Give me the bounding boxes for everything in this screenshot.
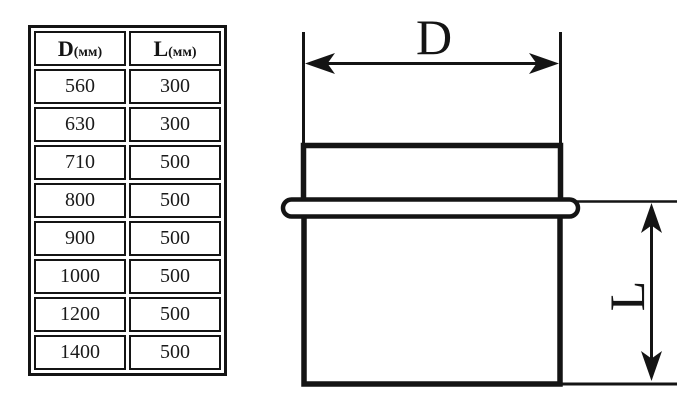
table-row: 1200 500 xyxy=(34,297,221,332)
d-arrowhead-right-icon xyxy=(529,53,559,74)
d-arrowhead-left-icon xyxy=(305,53,335,74)
d-dimension-label: D xyxy=(416,9,452,65)
cell-l-value: 500 xyxy=(129,183,221,218)
body-outline xyxy=(301,202,563,387)
cell-l-value: 500 xyxy=(129,297,221,332)
table-header-row: D(мм) L(мм) xyxy=(34,31,221,66)
table-row: 1000 500 xyxy=(34,259,221,294)
cell-l-value: 300 xyxy=(129,69,221,104)
l-arrowhead-up-icon xyxy=(641,203,662,233)
cell-d-value: 630 xyxy=(34,107,126,142)
column-header-l: L(мм) xyxy=(129,31,221,66)
product-outline-drawing: D L xyxy=(270,0,700,418)
cell-d-value: 1000 xyxy=(34,259,126,294)
cell-d-value: 1400 xyxy=(34,335,126,370)
drawing-svg: D L xyxy=(280,9,677,387)
cell-d-value: 560 xyxy=(34,69,126,104)
cell-l-value: 500 xyxy=(129,221,221,256)
column-header-d: D(мм) xyxy=(34,31,126,66)
cell-l-value: 300 xyxy=(129,107,221,142)
cell-d-value: 800 xyxy=(34,183,126,218)
collar-outline xyxy=(300,142,564,209)
l-dimension-label: L xyxy=(599,281,655,312)
cell-l-value: 500 xyxy=(129,335,221,370)
dimension-table: D(мм) L(мм) 560 300 630 300 710 500 xyxy=(28,25,227,376)
dimension-table-container: D(мм) L(мм) 560 300 630 300 710 500 xyxy=(28,25,227,376)
l-arrowhead-down-icon xyxy=(641,351,662,381)
cell-d-value: 710 xyxy=(34,145,126,180)
table-row: 630 300 xyxy=(34,107,221,142)
table-row: 800 500 xyxy=(34,183,221,218)
table-row: 1400 500 xyxy=(34,335,221,370)
column-header-l-symbol: L xyxy=(153,35,169,61)
table-row: 560 300 xyxy=(34,69,221,104)
table-row: 900 500 xyxy=(34,221,221,256)
cell-l-value: 500 xyxy=(129,259,221,294)
cell-d-value: 1200 xyxy=(34,297,126,332)
flange-outline xyxy=(280,197,581,219)
cell-d-value: 900 xyxy=(34,221,126,256)
cell-l-value: 500 xyxy=(129,145,221,180)
column-header-d-unit: (мм) xyxy=(73,44,103,60)
column-header-d-symbol: D xyxy=(57,35,74,61)
table-row: 710 500 xyxy=(34,145,221,180)
column-header-l-unit: (мм) xyxy=(168,44,197,60)
